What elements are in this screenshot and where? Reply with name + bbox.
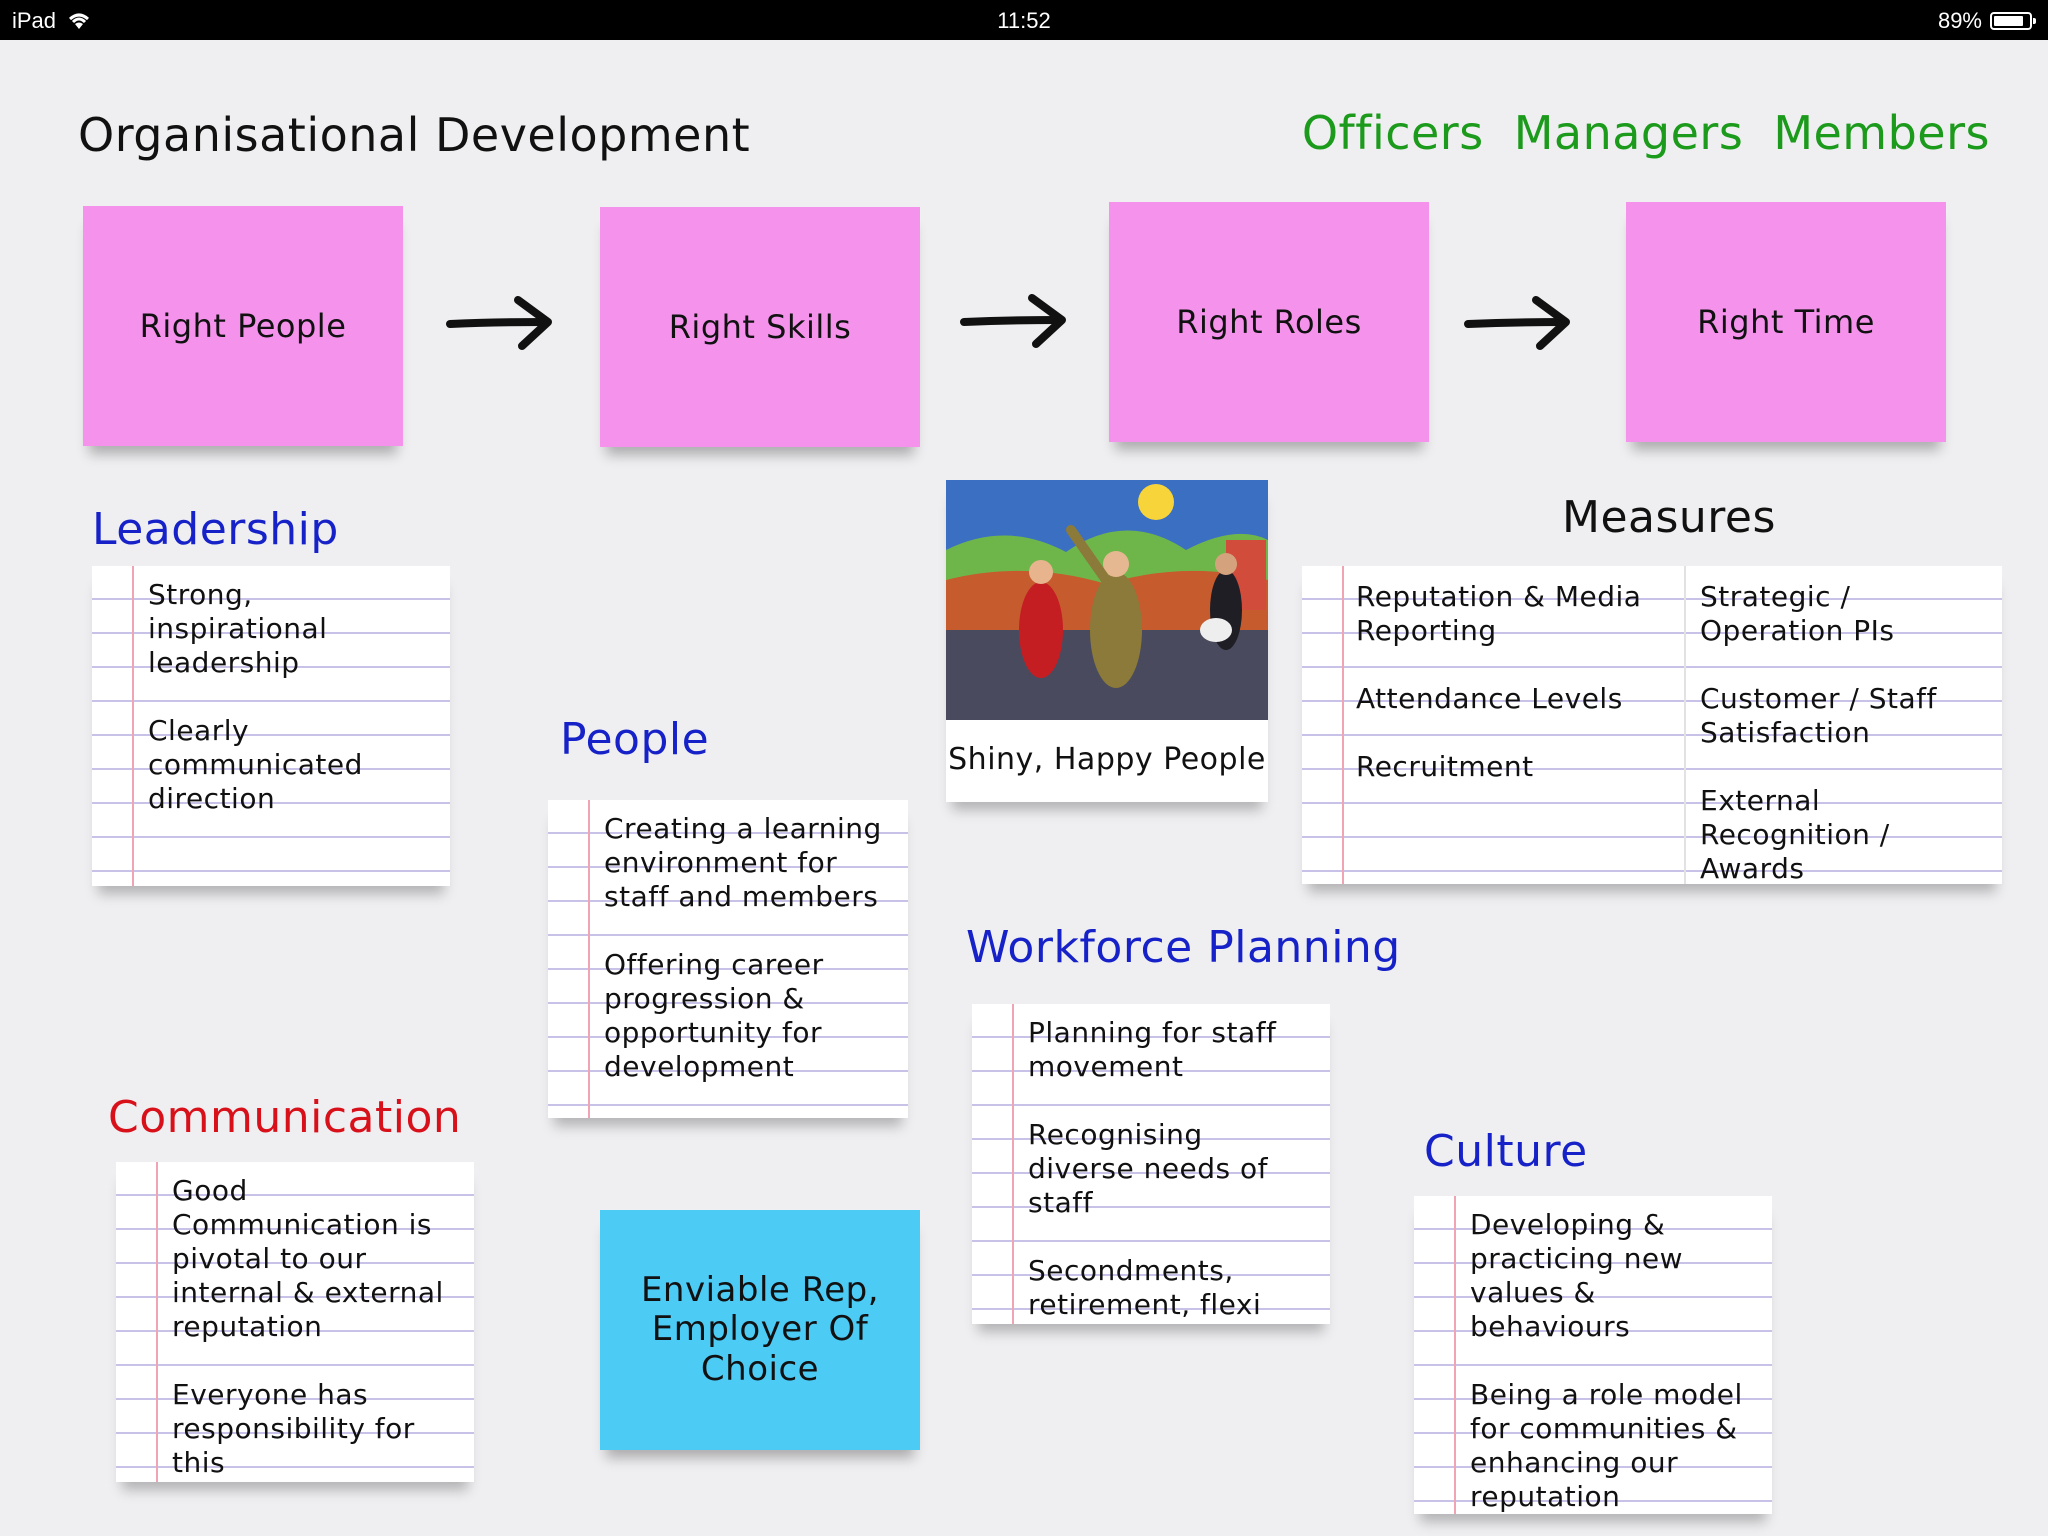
sticky-goal[interactable]: Enviable Rep, Employer Of Choice xyxy=(600,1210,920,1450)
sticky-label: Right People xyxy=(139,307,347,345)
note-item: Offering career progression & opportunit… xyxy=(604,948,824,1083)
status-bar: iPad 11:52 89% xyxy=(0,0,2048,40)
photo-card[interactable]: Shiny, Happy People xyxy=(946,480,1268,802)
battery-percent: 89% xyxy=(1937,8,1982,33)
note-item: Recognising diverse needs of staff xyxy=(1028,1118,1269,1219)
measure-item: Attendance Levels xyxy=(1356,682,1623,715)
people-note[interactable]: Creating a learning environment for staf… xyxy=(548,800,908,1118)
audience-officers: Officers xyxy=(1301,106,1484,160)
status-time: 11:52 xyxy=(997,8,1051,33)
measures-note[interactable]: Reputation & Media Reporting Attendance … xyxy=(1302,566,2002,885)
battery-icon xyxy=(1990,12,2036,30)
culture-heading: Culture xyxy=(1424,1126,1588,1177)
leadership-heading: Leadership xyxy=(92,504,339,555)
sticky-right-time[interactable]: Right Time xyxy=(1626,202,1946,442)
measure-item: Customer / Staff Satisfaction xyxy=(1700,682,1937,749)
sticky-right-roles[interactable]: Right Roles xyxy=(1109,202,1429,442)
note-item: Good Communication is pivotal to our int… xyxy=(172,1174,444,1343)
note-item: Creating a learning environment for staf… xyxy=(604,812,882,913)
sticky-label: Right Skills xyxy=(668,308,852,346)
note-item: Everyone has responsibility for this xyxy=(172,1378,415,1479)
measure-item: External Recognition / Awards xyxy=(1700,784,1890,885)
photo-caption: Shiny, Happy People xyxy=(948,741,1266,777)
stage-photo-illustration xyxy=(946,480,1268,720)
sticky-label: Right Roles xyxy=(1176,303,1362,341)
status-left: iPad xyxy=(12,8,92,34)
device-label: iPad xyxy=(12,8,57,33)
measure-item: Strategic / Operation PIs xyxy=(1700,580,1895,647)
arrow-right-icon xyxy=(1464,296,1570,350)
sticky-right-people[interactable]: Right People xyxy=(83,206,403,446)
leadership-note[interactable]: Strong, inspirational leadership Clearly… xyxy=(92,566,450,886)
measure-item: Reputation & Media Reporting xyxy=(1356,580,1642,647)
audience-labels: Officers Managers Members xyxy=(1302,106,1990,160)
audience-managers: Managers xyxy=(1513,106,1744,160)
arrow-right-icon xyxy=(960,294,1066,348)
arrow-right-icon xyxy=(446,296,552,350)
page-title: Organisational Development xyxy=(78,108,751,162)
photo-image xyxy=(946,480,1268,720)
people-heading: People xyxy=(560,714,710,765)
wifi-icon xyxy=(69,13,90,29)
measures-divider xyxy=(1684,566,1686,884)
measure-item: Recruitment xyxy=(1356,750,1534,783)
workforce-heading: Workforce Planning xyxy=(966,922,1401,973)
measures-column-2: Strategic / Operation PIs Customer / Sta… xyxy=(1700,580,1990,920)
sticky-label: Enviable Rep, Employer Of Choice xyxy=(640,1270,880,1389)
note-item: Clearly communicated direction xyxy=(148,714,363,815)
workforce-note[interactable]: Planning for staff movement Recognising … xyxy=(972,1004,1330,1324)
note-item: Strong, inspirational leadership xyxy=(148,578,328,679)
sticky-label: Right Time xyxy=(1697,303,1875,341)
communication-note[interactable]: Good Communication is pivotal to our int… xyxy=(116,1162,474,1482)
sticky-right-skills[interactable]: Right Skills xyxy=(600,207,920,447)
measures-heading: Measures xyxy=(1562,492,1776,543)
measures-column-1: Reputation & Media Reporting Attendance … xyxy=(1356,580,1676,818)
note-item: Being a role model for communities & enh… xyxy=(1470,1378,1743,1513)
culture-note[interactable]: Developing & practicing new values & beh… xyxy=(1414,1196,1772,1514)
note-item: Secondments, retirement, flexi xyxy=(1028,1254,1262,1321)
note-item: Planning for staff movement xyxy=(1028,1016,1277,1083)
audience-members: Members xyxy=(1773,106,1990,160)
note-item: Developing & practicing new values & beh… xyxy=(1470,1208,1684,1343)
status-right: 89% xyxy=(1937,8,2036,34)
communication-heading: Communication xyxy=(108,1092,462,1143)
